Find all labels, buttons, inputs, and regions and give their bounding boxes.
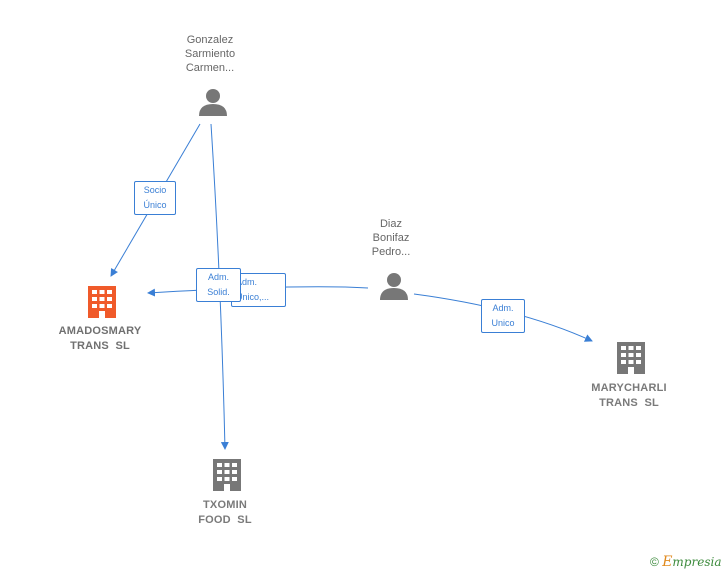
- brand-logo-initial: E: [662, 554, 673, 570]
- person-label-gonzalez[interactable]: Gonzalez Sarmiento Carmen...: [160, 33, 260, 75]
- person-name-line: Gonzalez: [186, 34, 234, 46]
- edge-label-adm-unico-marycharli[interactable]: Adm. Unico: [481, 299, 525, 333]
- company-name-line: TXOMIN: [203, 499, 247, 511]
- edge-label-line: Unico,...: [236, 292, 270, 302]
- company-label-txomin[interactable]: TXOMIN FOOD SL: [165, 498, 285, 528]
- copyright-symbol: ©: [650, 555, 659, 569]
- edge-label-socio-unico[interactable]: Socio Único: [134, 181, 176, 215]
- company-name-line: AMADOSMARY: [58, 325, 142, 337]
- person-name-line: Diaz: [379, 218, 402, 230]
- edge-label-line: Solid.: [207, 287, 230, 297]
- person-name-line: Carmen...: [185, 62, 235, 74]
- edge-label-line: Único: [143, 200, 167, 210]
- person-icon[interactable]: [199, 89, 227, 116]
- brand-logo-text: mpresia: [672, 555, 722, 569]
- building-icon[interactable]: [88, 286, 116, 318]
- person-icon[interactable]: [380, 273, 408, 300]
- edge-label-line: Adm.: [492, 303, 514, 313]
- edge-label-line: Socio: [143, 185, 167, 195]
- edge-label-line: Adm.: [207, 272, 229, 282]
- building-icon[interactable]: [213, 459, 241, 491]
- edge-label-line: Unico: [491, 318, 515, 328]
- person-label-diaz[interactable]: Diaz Bonifaz Pedro...: [341, 217, 441, 259]
- company-label-amadosmary[interactable]: AMADOSMARY TRANS SL: [40, 324, 160, 354]
- company-name-line: FOOD SL: [198, 514, 252, 526]
- person-name-line: Bonifaz: [372, 232, 410, 244]
- company-name-line: TRANS SL: [599, 397, 659, 409]
- brand-watermark: © Empresia: [650, 554, 721, 570]
- person-name-line: Pedro...: [371, 246, 411, 258]
- company-name-line: MARYCHARLI: [591, 382, 667, 394]
- edge-label-adm-solid[interactable]: Adm. Solid.: [196, 268, 241, 302]
- building-icon[interactable]: [617, 342, 645, 374]
- person-name-line: Sarmiento: [184, 48, 236, 60]
- edge-label-line: Adm.: [236, 277, 258, 287]
- company-label-marycharli[interactable]: MARYCHARLI TRANS SL: [569, 381, 689, 411]
- company-name-line: TRANS SL: [70, 340, 130, 352]
